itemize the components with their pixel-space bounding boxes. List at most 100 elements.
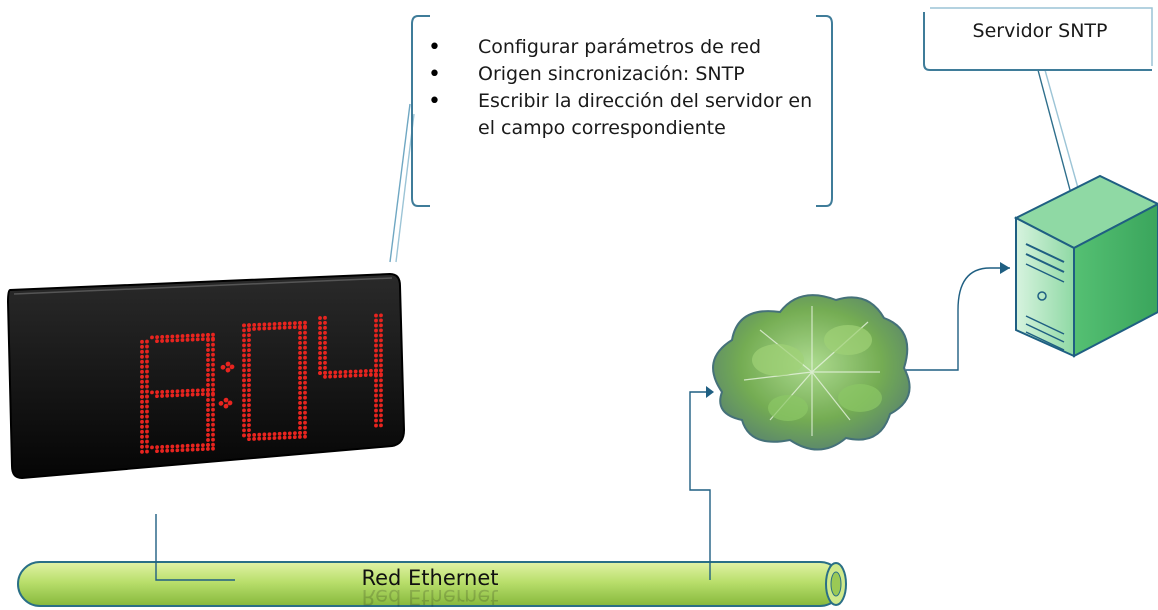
led-dot (206, 433, 210, 437)
led-dot (247, 363, 251, 368)
led-dot (277, 431, 282, 436)
led-dot (211, 422, 215, 427)
led-dot (247, 437, 251, 442)
led-dot (272, 322, 277, 326)
led-dot (379, 423, 383, 428)
led-dot (298, 330, 302, 335)
led-dot (140, 409, 144, 414)
led-dot (374, 343, 378, 348)
led-dot (247, 348, 251, 353)
led-dot (267, 436, 272, 441)
led-dot (242, 353, 246, 358)
led-dot (185, 447, 190, 452)
led-dot (242, 358, 246, 363)
led-dot (140, 404, 144, 409)
led-dot (160, 335, 165, 339)
led-dot (262, 322, 267, 327)
led-dot (206, 343, 210, 347)
led-dot (257, 436, 262, 441)
led-dot (323, 350, 327, 355)
led-dot (318, 371, 322, 375)
led-dot (206, 373, 210, 377)
led-dot (348, 373, 353, 378)
led-dot (211, 342, 215, 347)
led-dot (328, 374, 332, 379)
led-dot (282, 431, 287, 436)
led-dot (145, 449, 149, 454)
led-dot (145, 444, 149, 449)
network-cloud (712, 294, 911, 451)
led-dot (374, 363, 378, 368)
led-dot (323, 315, 327, 320)
colon-dot (218, 400, 224, 406)
led-dot (211, 442, 215, 447)
led-dot (379, 408, 383, 413)
led-dot (201, 333, 205, 338)
led-dot (211, 432, 215, 437)
led-dot (242, 433, 246, 438)
led-dot (175, 334, 180, 339)
led-dot (242, 398, 246, 403)
led-dot (303, 434, 307, 439)
led-dot (379, 313, 383, 318)
led-dot (298, 425, 302, 430)
led-dot (247, 393, 251, 398)
led-dot (160, 339, 164, 343)
led-dot (180, 444, 185, 448)
led-dot (298, 340, 302, 345)
led-dot (328, 370, 333, 375)
led-dot (150, 390, 154, 395)
led-dot (211, 372, 215, 377)
led-dot (247, 338, 251, 343)
led-dot (374, 348, 378, 353)
led-dot (292, 325, 297, 330)
led-dot (303, 340, 307, 345)
led-dot (262, 326, 267, 331)
led-dot (323, 360, 327, 365)
led-dot (140, 339, 144, 344)
led-dot (242, 368, 246, 373)
led-dot (206, 338, 210, 342)
led-dot (165, 389, 170, 394)
led-dot (195, 337, 200, 342)
led-dot (298, 325, 302, 330)
led-dot (252, 433, 257, 437)
led-dot (211, 412, 215, 417)
led-dot (165, 338, 170, 343)
led-dot (206, 348, 210, 352)
led-dot (363, 373, 368, 377)
led-dot (303, 320, 307, 325)
clock-digits (140, 313, 383, 454)
led-dot (323, 355, 327, 360)
led-dot (338, 370, 343, 375)
led-dot (206, 423, 210, 427)
led-dot (303, 425, 307, 430)
colon-dot (227, 400, 233, 406)
led-dot (247, 398, 251, 403)
led-dot (180, 389, 185, 393)
led-dot (343, 370, 348, 374)
led-dot (242, 403, 246, 408)
led-dot (379, 343, 383, 348)
led-dot (348, 369, 353, 374)
led-dot (379, 368, 383, 373)
led-dot (303, 400, 307, 405)
led-dot (262, 436, 267, 441)
led-dot (318, 331, 322, 335)
led-dot (374, 328, 378, 333)
led-dot (318, 366, 322, 370)
led-dot (206, 428, 210, 432)
led-dot (140, 444, 144, 449)
led-dot (211, 347, 215, 352)
led-dot (145, 354, 149, 359)
led-dot (303, 355, 307, 360)
led-dot (206, 403, 210, 407)
led-dot (247, 388, 251, 393)
arrow-head (706, 386, 714, 398)
led-dot (150, 335, 154, 340)
led-dot (267, 322, 272, 327)
led-dot (298, 390, 302, 395)
led-dot (379, 393, 383, 398)
led-dot (303, 410, 307, 415)
